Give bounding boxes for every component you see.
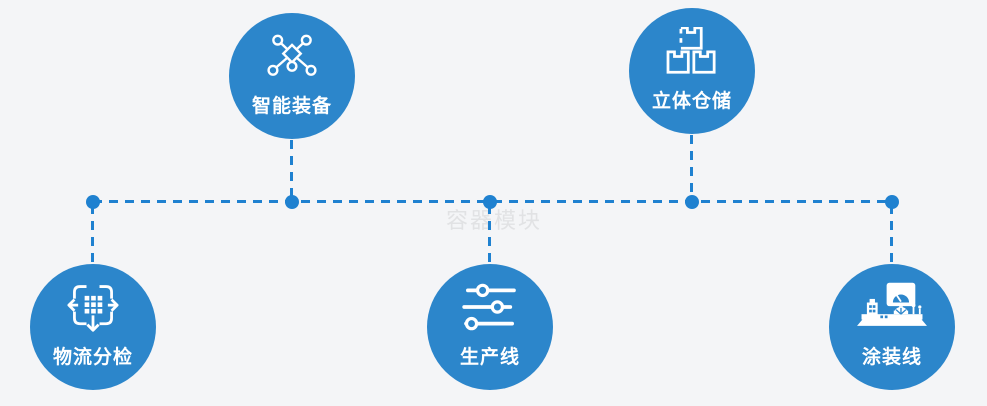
connector-vertical-logistics-sorting xyxy=(91,205,94,264)
connector-vertical-stereo-warehouse xyxy=(690,135,693,200)
control-console-icon xyxy=(854,282,930,330)
node-coating-line[interactable]: 涂装线 xyxy=(829,264,955,390)
watermark-text: 容器模块 xyxy=(446,209,543,234)
junction-dot-warehouse xyxy=(685,195,699,209)
junction-dot-coating xyxy=(885,195,899,209)
connector-vertical-production-line xyxy=(488,205,491,264)
node-logistics-sorting[interactable]: 物流分检 xyxy=(30,264,156,390)
node-smart-equipment[interactable]: 智能装备 xyxy=(229,13,355,139)
junction-dot-production xyxy=(483,195,497,209)
network-nodes-icon xyxy=(263,33,321,79)
sorting-arrows-icon xyxy=(65,284,121,332)
connector-vertical-smart-equipment xyxy=(290,140,293,200)
node-label: 涂装线 xyxy=(861,346,922,368)
stacked-boxes-icon xyxy=(666,27,718,74)
node-label: 立体仓储 xyxy=(651,90,732,112)
node-label: 生产线 xyxy=(459,346,520,368)
sliders-icon xyxy=(460,283,520,331)
junction-dot-logistics xyxy=(86,195,100,209)
node-label: 智能装备 xyxy=(251,95,332,117)
junction-dot-smart-equipment xyxy=(285,195,299,209)
connector-vertical-coating-line xyxy=(890,205,893,264)
node-stereo-warehouse[interactable]: 立体仓储 xyxy=(629,8,755,134)
node-production-line[interactable]: 生产线 xyxy=(427,264,553,390)
node-label: 物流分检 xyxy=(52,346,133,368)
